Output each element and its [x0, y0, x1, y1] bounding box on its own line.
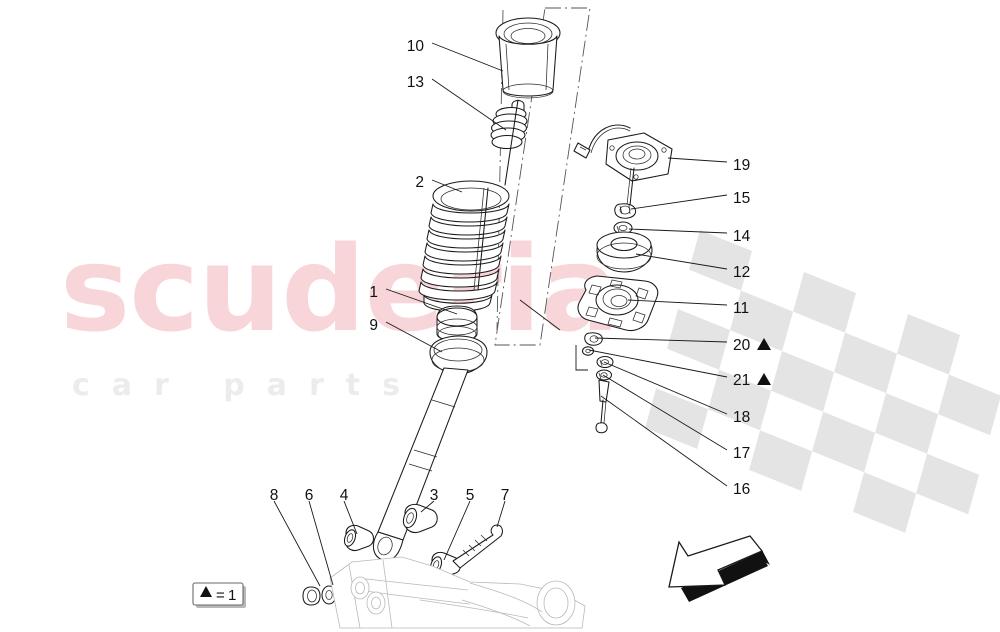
callout-15: 15	[733, 190, 750, 207]
watermark-sub-text: car parts	[72, 368, 422, 403]
part-nut-marked	[584, 332, 603, 346]
legend-triangle-icon	[200, 586, 212, 597]
part-washer-mount	[613, 221, 633, 235]
legend-box: = 1	[192, 582, 246, 608]
part-coil-spring	[418, 180, 510, 312]
part-bump-stop	[490, 99, 528, 186]
callout-8: 8	[270, 487, 279, 504]
part-dust-boot	[429, 335, 488, 375]
leader-lines	[273, 42, 728, 587]
callout-10: 10	[407, 38, 425, 55]
callout-21: 21	[733, 372, 750, 389]
callout-12: 12	[733, 264, 750, 281]
callout-7: 7	[501, 487, 510, 504]
callout-9: 9	[369, 317, 378, 334]
callout-3: 3	[430, 487, 439, 504]
callout-1: 1	[369, 284, 378, 301]
callout-20: 20	[733, 337, 751, 354]
part-electronic-damper-actuator	[573, 124, 673, 206]
legend-value: 1	[228, 587, 236, 604]
direction-arrow-icon	[668, 535, 770, 602]
part-shock-absorber-body	[372, 367, 469, 561]
callout-11: 11	[733, 300, 749, 317]
callout-14: 14	[733, 228, 751, 245]
triangle-marker-icon-21	[757, 373, 771, 385]
part-nut-lower	[302, 586, 321, 606]
part-nut-mount	[614, 203, 637, 219]
lower-control-arm-reference	[329, 556, 586, 629]
part-bellows-cover	[495, 17, 561, 99]
callout-6: 6	[305, 487, 314, 504]
section-boundary-line	[494, 7, 591, 346]
part-upper-mount-bushing	[596, 231, 653, 273]
callout-numbers: 10 13 2 1 9 8 6 4 3 5 7 19 15 14 12 11 2…	[270, 38, 771, 504]
callout-5: 5	[466, 487, 475, 504]
coil-turns	[418, 203, 510, 312]
part-top-mount-plate	[577, 275, 659, 331]
callout-18: 18	[733, 409, 750, 426]
callout-19: 19	[733, 157, 750, 174]
callout-4: 4	[340, 487, 349, 504]
part-bushing-upper	[402, 503, 438, 533]
legend-equals: =	[216, 587, 225, 604]
watermark-main-text: scuderia	[60, 220, 619, 358]
callout-17: 17	[733, 445, 750, 462]
callout-13: 13	[407, 74, 424, 91]
triangle-marker-icon-20	[757, 338, 771, 350]
part-bushing-lower	[343, 524, 375, 552]
callout-2: 2	[415, 174, 424, 191]
callout-16: 16	[733, 481, 750, 498]
flag-cells	[645, 230, 1000, 533]
